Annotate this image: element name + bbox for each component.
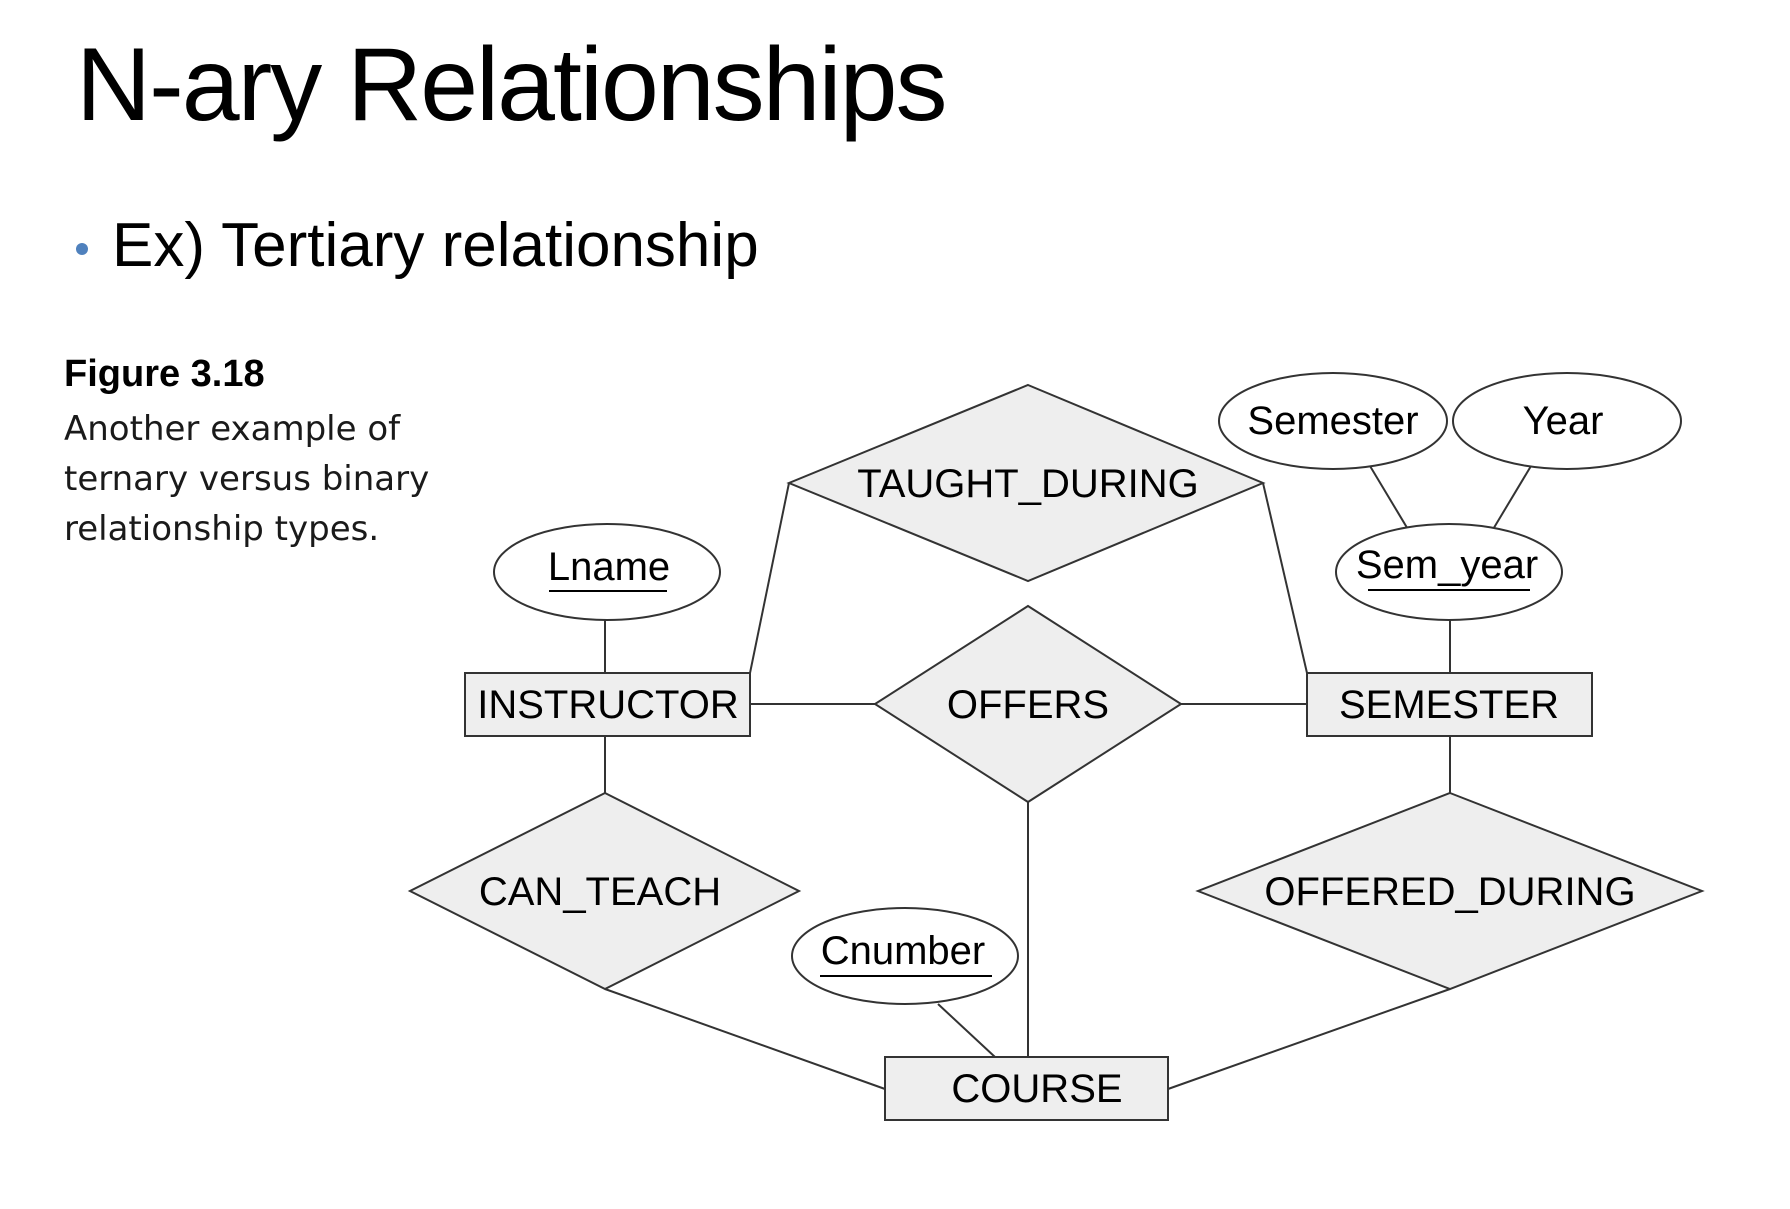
bullet-item: Ex) Tertiary relationship [76,211,759,280]
line-instructor-taught-during [749,482,790,674]
line-can-teach-course [604,988,886,1090]
relationship-taught-during: TAUGHT_DURING [786,383,1266,583]
caption-line: relationship types. [64,508,380,549]
relationship-label: OFFERED_DURING [1264,870,1635,914]
relationship-label: CAN_TEACH [479,870,721,914]
slide-title: N-ary Relationships [76,27,947,143]
attribute-label: Cnumber [821,929,986,973]
line-offered-during-course [1167,988,1451,1090]
attribute-semester: Semester [1218,372,1448,470]
entity-course: COURSE [884,1056,1169,1121]
relationship-can-teach: CAN_TEACH [407,791,802,991]
connector-lines [604,465,1532,1090]
figure-description: Another example of ternary versus binary… [64,404,464,554]
relationship-offers: OFFERS [873,604,1183,804]
line-taught-during-semester [1262,482,1308,674]
bullet-dot-icon [76,243,88,256]
attribute-sem-year: Sem_year [1335,523,1563,621]
entity-semester: SEMESTER [1306,672,1593,737]
relationship-label: OFFERS [947,683,1109,727]
entity-label: SEMESTER [1339,683,1559,727]
line-semester-attr-sem-year [1369,465,1410,532]
attribute-lname: Lname [493,523,721,621]
attribute-label: Semester [1247,399,1418,443]
relationship-label: TAUGHT_DURING [857,462,1198,506]
entity-label: COURSE [951,1067,1122,1111]
attribute-cnumber: Cnumber [791,907,1019,1005]
attribute-label: Year [1523,399,1604,443]
bullet-text: Ex) Tertiary relationship [112,211,759,280]
figure-label: Figure 3.18 [64,353,265,395]
attribute-year: Year [1452,372,1682,470]
caption-line: ternary versus binary [64,458,430,499]
attribute-label: Lname [548,545,670,589]
entity-instructor: INSTRUCTOR [464,672,751,737]
relationship-offered-during: OFFERED_DURING [1195,791,1705,991]
entity-label: INSTRUCTOR [477,683,738,727]
attribute-label: Sem_year [1356,543,1538,587]
caption-line: Another example of [64,408,401,449]
line-cnumber-course [937,1003,996,1058]
figure-caption: Figure 3.18 Another example of ternary v… [64,352,464,554]
line-year-attr-sem-year [1491,465,1532,532]
